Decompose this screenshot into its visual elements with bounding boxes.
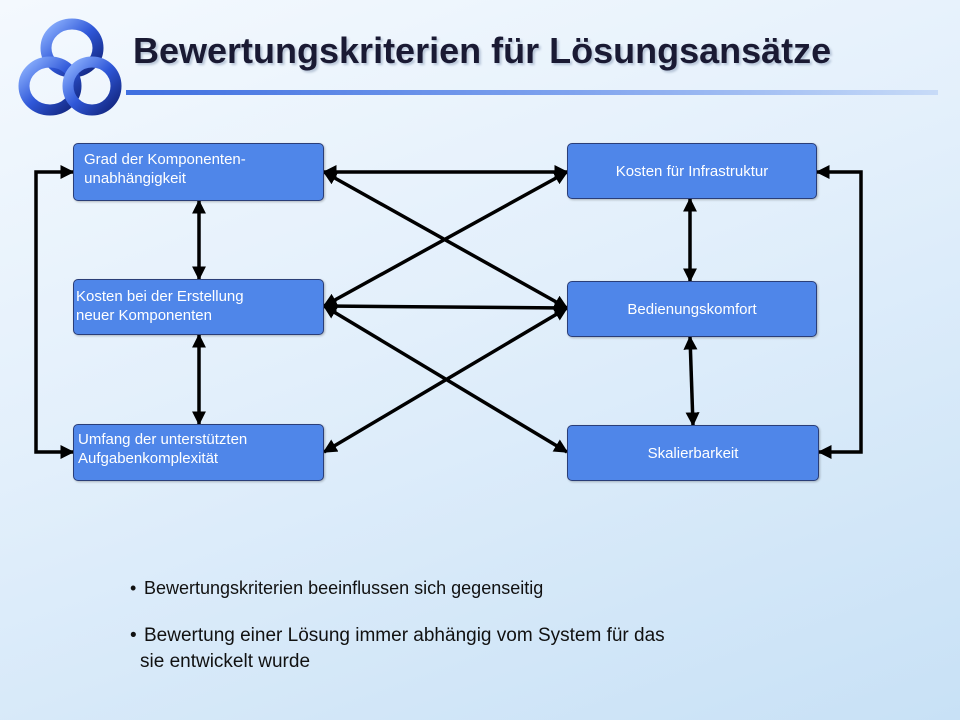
rings-logo [18,18,122,116]
ring-right [62,56,122,116]
node-label-line1: Grad der Komponenten- [84,151,246,168]
node-kosten-infrastruktur: Kosten für Infrastruktur [567,143,817,199]
ring-left [18,56,82,116]
bullet-text: Bewertungskriterien beeinflussen sich ge… [144,578,544,598]
bullet-text-line2: sie entwickelt wurde [140,651,311,672]
node-kosten-erstellung: Kosten bei der Erstellung neuer Komponen… [73,279,324,335]
bullet-text-line1: Bewertung einer Lösung immer abhängig vo… [144,625,665,646]
node-label-line1: Kosten bei der Erstellung [76,288,244,305]
bullet-list: • Bewertungskriterien beeinflussen sich g… [130,575,890,675]
node-umfang-aufgabenkomplexitaet: Umfang der unterstützten Aufgabenkomplex… [73,424,324,481]
bullet-dot: • [130,578,137,598]
node-label: Bedienungskomfort [627,300,757,318]
edge-infrastruktur-skalierbarkeit-loop [815,165,863,459]
edge-erstellung-infrastruktur [322,170,569,308]
node-bedienungskomfort: Bedienungskomfort [567,281,817,337]
edge-grad-umfang-loop [34,165,75,459]
node-label-line2: Aufgabenkomplexität [78,450,219,467]
bullet-item: • Bewertung einer Lösung immer abhängig v… [130,623,890,675]
node-label-line2: neuer Komponenten [76,307,212,324]
node-label: Kosten für Infrastruktur [615,162,769,180]
edge-umfang-bedienung [322,306,569,454]
edge-bedienung-skalierbarkeit [683,335,700,427]
node-label-line2: unabhängigkeit [80,170,186,187]
node-skalierbarkeit: Skalierbarkeit [567,425,819,481]
slide-title: Bewertungskriterien für Lösungsansätze [133,30,832,71]
bullet-item: • Bewertungskriterien beeinflussen sich g… [130,575,890,601]
edge-erstellung-bedienung [322,299,569,315]
node-label-line1: Umfang der unterstützten [78,431,248,448]
bullet-dot: • [130,625,137,646]
title-underline [126,90,938,95]
node-label: Skalierbarkeit [647,444,739,462]
node-grad-komponentenunabhaengigkeit: Grad der Komponenten- unabhängigkeit [73,143,324,201]
